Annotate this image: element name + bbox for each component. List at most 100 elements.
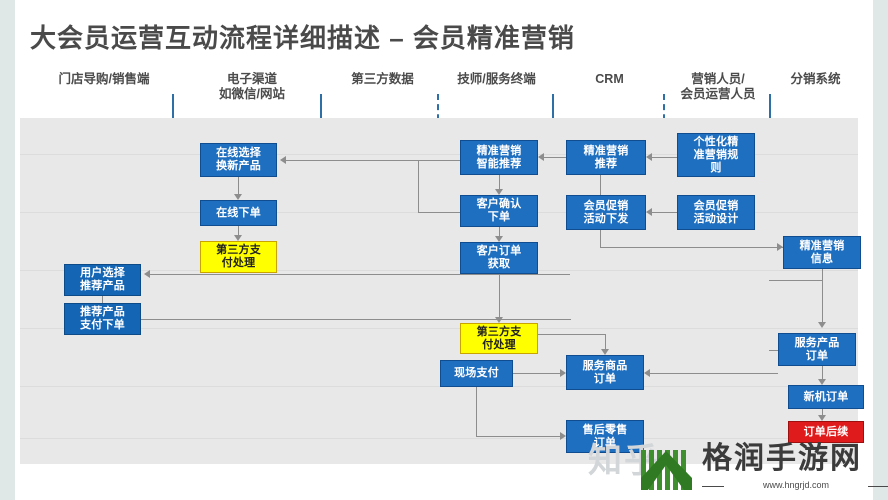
lane-header-channel-label: 分销系统 bbox=[790, 72, 841, 86]
connector-rule-to-crm bbox=[652, 157, 677, 158]
connector-b1-b2 bbox=[238, 177, 239, 194]
box-label-line1: 客户确认 bbox=[476, 198, 522, 210]
box-label-line2: 信息 bbox=[810, 252, 834, 265]
grid-rule bbox=[20, 438, 858, 439]
box-label-line2: 活动下发 bbox=[583, 212, 629, 225]
connector-left-feed-service bbox=[769, 350, 778, 351]
connector-pay-down bbox=[605, 334, 606, 349]
box-label-line2: 付处理 bbox=[221, 257, 256, 269]
process-box-smart-recommendation[interactable]: 精准营销 智能推荐 bbox=[460, 140, 538, 175]
process-box-thirdparty-payment-online[interactable]: 第三方支 付处理 bbox=[200, 241, 277, 273]
lane-header-store-label: 门店导购/销售端 bbox=[58, 72, 150, 86]
process-box-user-select-recommended[interactable]: 用户选择 推荐产品 bbox=[64, 264, 141, 296]
arrow-head bbox=[280, 156, 286, 164]
lane-header-crm: CRM bbox=[554, 72, 665, 87]
lane-header-marketer: 营销人员/ 会员运营人员 bbox=[665, 72, 771, 102]
box-label-line2: 获取 bbox=[487, 258, 511, 270]
arrow-head bbox=[777, 243, 783, 251]
box-label-line1: 第三方支 bbox=[216, 244, 261, 256]
connector-b18-b19 bbox=[822, 366, 823, 379]
connector-to-user-select bbox=[150, 274, 570, 275]
box-label-line1: 在线选择 bbox=[216, 147, 261, 159]
box-label-line1: 新机订单 bbox=[803, 390, 849, 403]
arrow-head bbox=[646, 153, 652, 161]
box-label-line2: 智能推荐 bbox=[476, 157, 522, 170]
connector-from-recommend-pay bbox=[141, 319, 571, 320]
brand-watermark: 格润手游网 www.hngrjd.com bbox=[640, 440, 888, 500]
box-label-line1: 会员促销 bbox=[693, 199, 739, 212]
connector-b8-pay bbox=[499, 274, 500, 317]
connector-tech-to-echannel bbox=[286, 160, 460, 161]
box-label-line1: 精准营销 bbox=[583, 144, 629, 157]
process-box-precision-marketing-recommend[interactable]: 精准营销 推荐 bbox=[566, 140, 646, 175]
lane-header-echannel: 电子渠道 如微信/网站 bbox=[178, 72, 326, 102]
box-label-line1: 会员促销 bbox=[583, 199, 629, 212]
arrow-head bbox=[818, 322, 826, 328]
arrow-head bbox=[818, 379, 826, 385]
process-box-personalized-marketing-rules[interactable]: 个性化精 准营销规 则 bbox=[677, 133, 755, 177]
connector-design-to-crm bbox=[652, 212, 677, 213]
brand-watermark-text: 格润手游网 bbox=[702, 442, 862, 475]
box-label-line1: 精准营销 bbox=[476, 144, 522, 157]
connector-onsite-down bbox=[476, 387, 477, 436]
connector-info-down bbox=[822, 269, 823, 322]
process-box-aftersale-retail-order[interactable]: 售后零售 订单 bbox=[566, 420, 644, 453]
connector-b19-b20 bbox=[822, 409, 823, 415]
lane-header-channel: 分销系统 bbox=[771, 72, 860, 87]
connector-b6-b7 bbox=[499, 175, 500, 189]
process-box-member-promo-dispatch[interactable]: 会员促销 活动下发 bbox=[566, 195, 646, 230]
box-label-line2: 订单 bbox=[593, 372, 617, 385]
arrow-head bbox=[601, 349, 609, 355]
process-box-service-product-order[interactable]: 服务产品 订单 bbox=[778, 333, 856, 366]
connector-right-to-service bbox=[650, 373, 778, 374]
grid-rule bbox=[20, 328, 858, 329]
box-label-line1: 客户订单 bbox=[476, 245, 522, 257]
box-label-line1: 在线下单 bbox=[216, 206, 261, 219]
process-box-thirdparty-payment-service[interactable]: 第三方支 付处理 bbox=[460, 323, 538, 354]
process-box-member-promo-design[interactable]: 会员促销 活动设计 bbox=[677, 195, 755, 230]
process-box-precision-marketing-info[interactable]: 精准营销 信息 bbox=[783, 236, 861, 269]
process-box-online-select[interactable]: 在线选择 换新产品 bbox=[200, 143, 277, 177]
arrow-head bbox=[560, 369, 566, 377]
arrow-head bbox=[495, 189, 503, 195]
box-label-line2: 支付下单 bbox=[80, 319, 125, 331]
process-box-service-goods-order[interactable]: 服务商品 订单 bbox=[566, 355, 644, 390]
arrow-head bbox=[538, 153, 544, 161]
process-box-online-order[interactable]: 在线下单 bbox=[200, 200, 277, 226]
box-label-line1: 服务商品 bbox=[582, 359, 628, 372]
box-label-line1: 现场支付 bbox=[454, 367, 499, 379]
connector-onsite-to-service bbox=[513, 373, 560, 374]
box-label-line1: 个性化精 bbox=[693, 135, 739, 148]
grid-rule bbox=[20, 386, 858, 387]
process-box-onsite-payment[interactable]: 现场支付 bbox=[440, 360, 513, 387]
brand-watermark-url: www.hngrjd.com bbox=[702, 480, 888, 490]
lane-header-echannel-line1: 电子渠道 bbox=[226, 72, 277, 86]
grid-rule bbox=[20, 154, 858, 155]
lane-header-thirdparty: 第三方数据 bbox=[324, 72, 441, 87]
process-box-new-device-order[interactable]: 新机订单 bbox=[788, 385, 864, 409]
arrow-head bbox=[646, 208, 652, 216]
connector-crm-to-tech bbox=[544, 157, 566, 158]
connector-onsite-to-aftersale bbox=[476, 436, 560, 437]
process-box-order-followup[interactable]: 订单后续 bbox=[788, 421, 864, 443]
connector-crm-to-channel-info bbox=[600, 247, 783, 248]
process-box-recommended-pay-order[interactable]: 推荐产品 支付下单 bbox=[64, 303, 141, 335]
lane-header-thirdparty-label: 第三方数据 bbox=[351, 72, 414, 86]
box-label-line2: 下单 bbox=[487, 211, 511, 223]
process-box-customer-order-fetch[interactable]: 客户订单 获取 bbox=[460, 242, 538, 274]
lane-header-marketer-line1: 营销人员/ bbox=[691, 72, 745, 86]
lane-header-crm-label: CRM bbox=[595, 72, 624, 86]
arrow-head bbox=[144, 270, 150, 278]
box-label-line2: 推荐 bbox=[594, 157, 618, 170]
box-label-line2: 换新产品 bbox=[216, 160, 261, 172]
arrow-head bbox=[818, 415, 826, 421]
swimlane-header-row: 门店导购/销售端 电子渠道 如微信/网站 第三方数据 技师/服务终端 CRM 营… bbox=[20, 72, 858, 118]
box-label-line1: 用户选择 bbox=[80, 267, 125, 279]
box-label-line1: 推荐产品 bbox=[80, 306, 125, 318]
process-box-customer-confirm-order[interactable]: 客户确认 下单 bbox=[460, 195, 538, 227]
lane-header-echannel-line2: 如微信/网站 bbox=[219, 87, 285, 101]
box-label-line1: 售后零售 bbox=[582, 423, 628, 436]
connector-b7-b8 bbox=[499, 227, 500, 236]
connector-vertical-tech bbox=[418, 160, 419, 212]
grid-rule bbox=[20, 270, 858, 271]
